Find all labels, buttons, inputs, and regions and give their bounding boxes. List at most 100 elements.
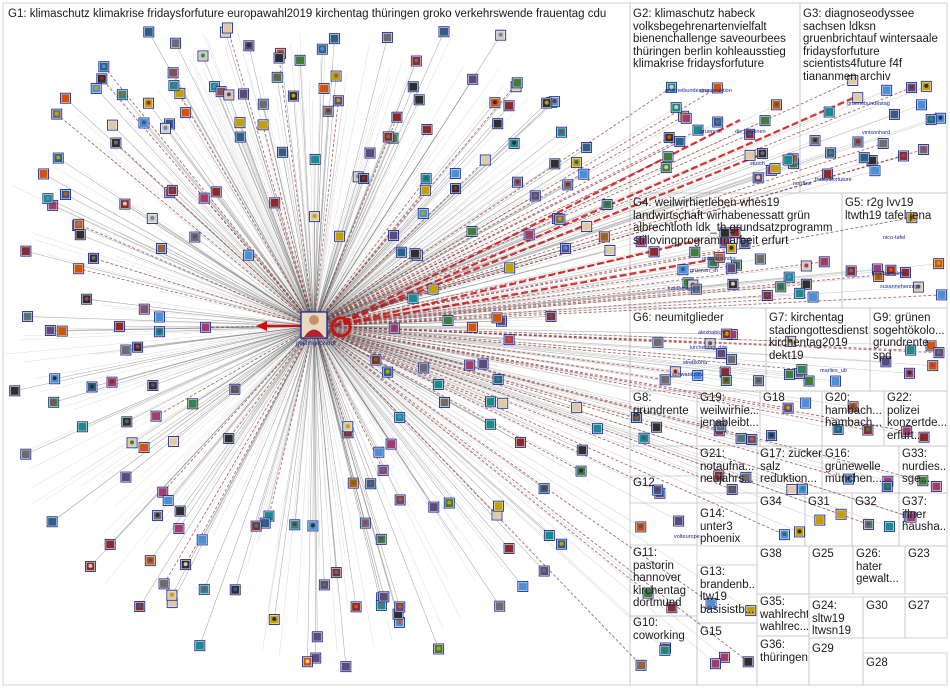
node-avatar-face xyxy=(765,293,770,298)
node-avatar xyxy=(415,95,424,104)
node-avatar-face xyxy=(673,369,678,374)
edge-cross-group xyxy=(313,325,886,363)
g1-node xyxy=(168,80,180,92)
edge-to-hub xyxy=(313,325,439,650)
group-node xyxy=(710,658,721,670)
edge-to-hub xyxy=(93,257,315,327)
edge-faint xyxy=(313,53,417,327)
node-avatar-face xyxy=(518,439,523,444)
edge-to-hub xyxy=(313,325,357,607)
edge-faint xyxy=(313,150,431,327)
group-node xyxy=(769,163,781,175)
edge-cross-group xyxy=(313,325,742,439)
node-avatar xyxy=(674,517,683,526)
node-avatar xyxy=(492,510,501,519)
edge-cross-group xyxy=(313,325,925,438)
edge-to-hub xyxy=(313,136,389,327)
node-avatar-face xyxy=(146,100,151,105)
g1-node xyxy=(309,211,321,223)
edge-faint xyxy=(313,228,375,327)
edge-cross-group xyxy=(313,325,888,482)
node-avatar-face xyxy=(60,328,65,333)
g1-node xyxy=(46,516,58,528)
group-node xyxy=(752,172,764,184)
node-avatar-face xyxy=(101,64,106,69)
edge-cross-group xyxy=(313,325,854,408)
edge-cross-group xyxy=(313,156,669,327)
node-avatar-face xyxy=(334,73,339,78)
g1-node xyxy=(20,245,32,257)
group-node xyxy=(754,253,766,265)
edge-to-hub xyxy=(313,325,450,504)
node-avatar-face xyxy=(326,108,331,113)
edge-faint xyxy=(276,96,315,327)
group-node xyxy=(719,237,731,249)
node-avatar-face xyxy=(25,314,30,319)
edge-to-hub xyxy=(313,31,445,327)
hub-node[interactable] xyxy=(256,311,352,339)
node-avatar-face xyxy=(828,150,833,155)
edge-to-hub xyxy=(313,325,484,365)
node-avatar-face xyxy=(54,111,59,116)
g1-node xyxy=(210,186,222,198)
edge-faint xyxy=(151,277,315,327)
edge-faint xyxy=(309,81,315,327)
node-avatar xyxy=(39,169,48,178)
edge-to-hub xyxy=(172,72,315,327)
edge-to-hub xyxy=(313,234,530,327)
group-node xyxy=(917,475,929,487)
edge-faint xyxy=(313,133,572,327)
edge-cross-group xyxy=(313,325,888,487)
node-avatar xyxy=(200,194,209,203)
group-node xyxy=(800,278,812,290)
group-node xyxy=(725,262,737,274)
g1-node xyxy=(168,436,180,447)
edge-faint xyxy=(313,325,498,551)
g1-node xyxy=(154,326,165,338)
group-node xyxy=(898,150,909,162)
node-avatar xyxy=(46,326,55,335)
node-avatar-face xyxy=(130,440,135,445)
g1-node xyxy=(243,249,255,261)
edge-cross-group xyxy=(313,257,720,327)
edge-faint xyxy=(313,182,389,327)
node-avatar xyxy=(795,289,804,298)
group-node xyxy=(729,227,741,238)
edge-to-hub xyxy=(313,325,347,667)
edge-to-hub xyxy=(25,250,315,327)
node-avatar-face xyxy=(169,592,174,597)
node-avatar-face xyxy=(742,241,747,246)
g1-node xyxy=(198,192,210,204)
edge-to-hub xyxy=(313,178,364,327)
node-avatar-face xyxy=(45,196,50,201)
node-avatar xyxy=(48,517,57,526)
node-avatar-face xyxy=(414,58,419,63)
node-avatar xyxy=(593,424,602,433)
g1-node xyxy=(494,600,506,612)
edge-cross-group xyxy=(313,325,672,608)
g1-node xyxy=(503,543,515,554)
edge-to-hub xyxy=(159,316,315,327)
node-avatar-face xyxy=(232,386,237,391)
node-avatar xyxy=(394,610,403,619)
edge-to-hub xyxy=(143,325,315,448)
node-avatar-face xyxy=(602,234,607,239)
g1-node xyxy=(138,442,150,453)
node-avatar xyxy=(917,100,926,109)
group-node xyxy=(756,148,768,160)
node-avatar-face xyxy=(743,474,748,479)
g1-node xyxy=(391,111,403,123)
g1-node xyxy=(56,325,68,337)
edge-to-hub xyxy=(313,82,518,327)
g1-node xyxy=(347,477,359,489)
g1-node xyxy=(73,218,85,230)
node-avatar-face xyxy=(361,176,366,181)
g1-node xyxy=(229,383,241,395)
node-avatar-face xyxy=(170,187,175,192)
edge-faint xyxy=(219,129,315,327)
edge-to-hub xyxy=(171,325,315,596)
node-label: grueneaktion xyxy=(700,88,732,94)
node-avatar-face xyxy=(669,84,674,89)
edge-strong xyxy=(333,93,861,328)
node-avatar-face xyxy=(694,286,699,291)
